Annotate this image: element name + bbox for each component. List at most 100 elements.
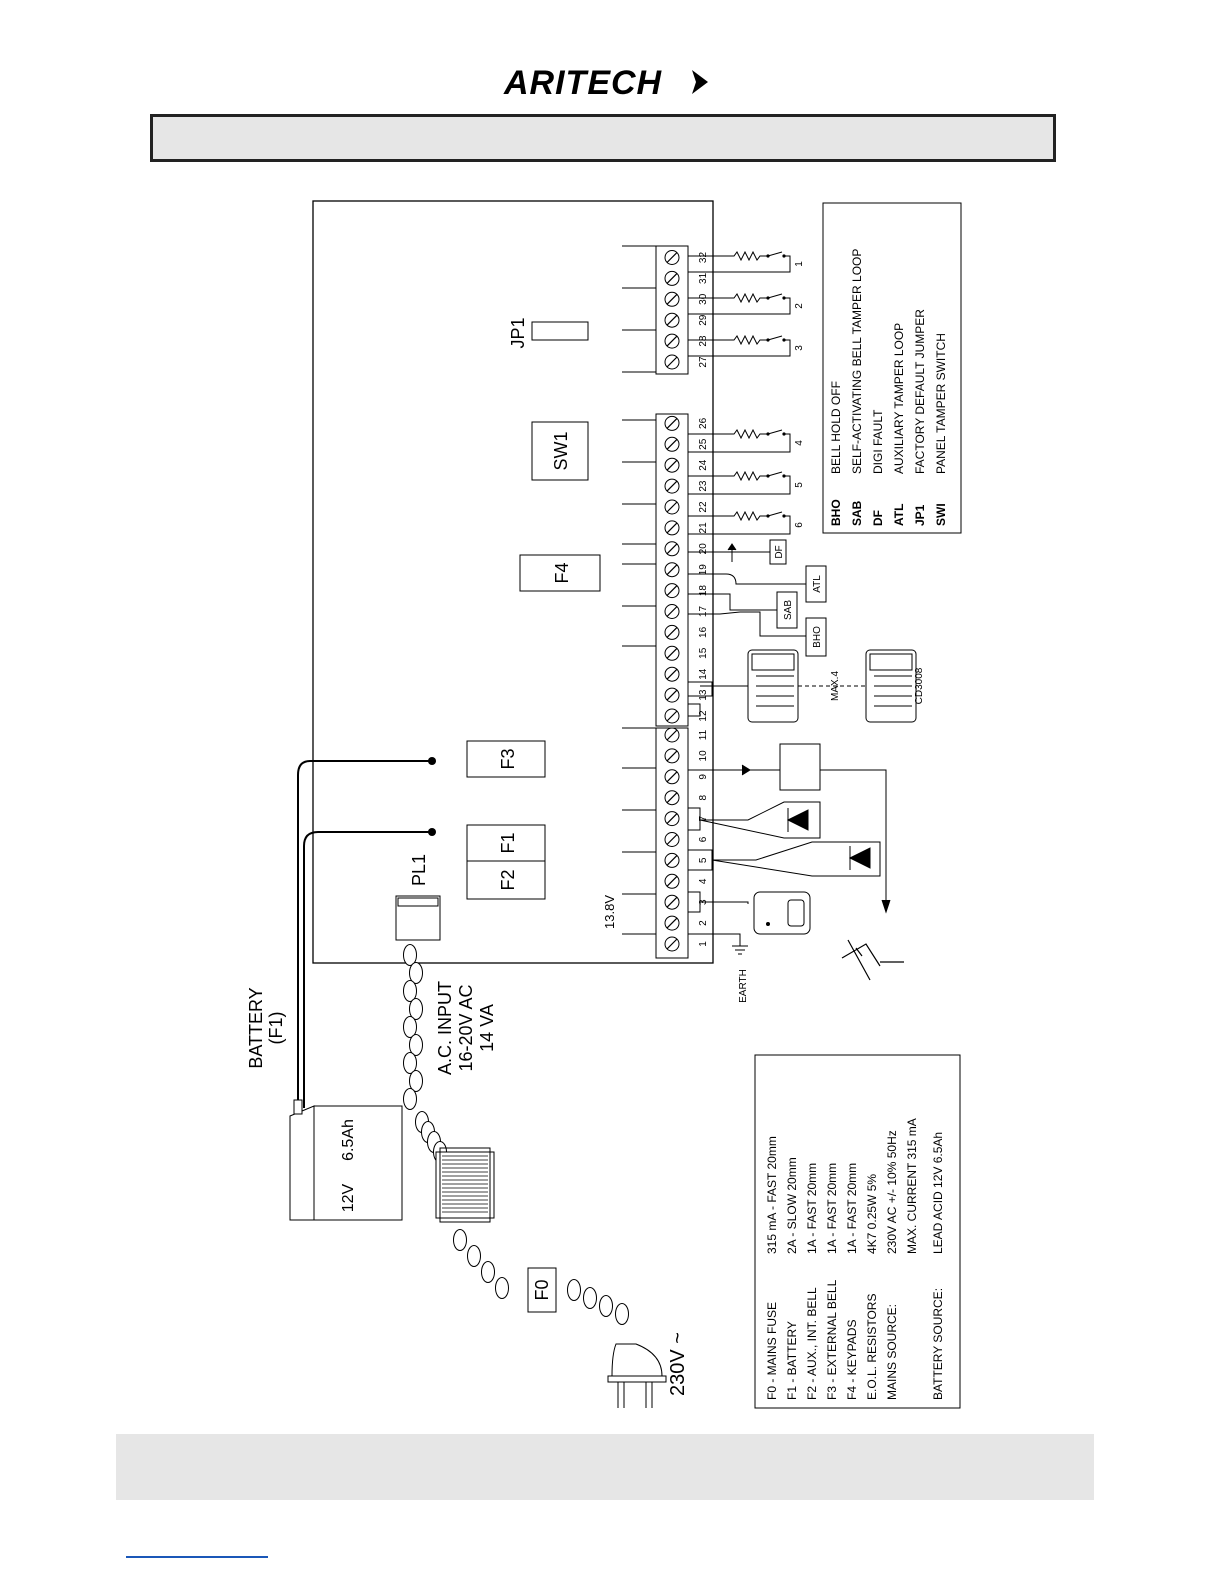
- fuse-f4-box: [519, 554, 601, 592]
- battery-voltage: 12V: [340, 1183, 357, 1212]
- switch-contact: [782, 296, 786, 300]
- cable-twist: [403, 1052, 417, 1074]
- zone-loop-number: 3: [794, 345, 805, 351]
- cable-twist: [403, 1088, 417, 1110]
- terminal-number: 28: [698, 335, 709, 347]
- terminal-slot: [666, 813, 678, 825]
- mains-fuse-f0-box: [527, 1267, 557, 1313]
- terminal-slot: [666, 938, 678, 950]
- abbrev-desc: PANEL TAMPER SWITCH: [934, 333, 948, 474]
- mains-plug-label: 230V ~: [667, 1332, 689, 1396]
- keypad-model-label: CD3008: [914, 667, 925, 704]
- terminal-number: 9: [698, 774, 709, 780]
- terminal-slot: [666, 606, 678, 617]
- terminal-slot: [666, 417, 678, 429]
- switch-contact: [766, 338, 770, 342]
- antenna-icon: [841, 939, 904, 981]
- terminal-number: 13: [698, 689, 709, 701]
- terminal-slot: [666, 438, 678, 450]
- terminal-slot: [666, 668, 678, 680]
- mains-fuse-f0-label: F0: [532, 1279, 552, 1300]
- board-traces: [622, 245, 656, 935]
- terminal-slot: [666, 689, 678, 701]
- spec-value: 230V AC +/- 10% 50Hz: [885, 1130, 899, 1254]
- terminal-slot: [666, 459, 678, 471]
- transformer-icon: [435, 1147, 495, 1223]
- terminal-slot: [666, 501, 678, 513]
- strobe-icon: [786, 808, 809, 832]
- logo-text: ARITECH: [503, 64, 663, 102]
- abbrev-desc: FACTORY DEFAULT JUMPER: [913, 309, 927, 474]
- bho-tag-box: [805, 617, 827, 657]
- cable-twist: [409, 1070, 423, 1092]
- terminal-number: 11: [698, 729, 709, 740]
- terminal-slot: [666, 710, 678, 722]
- battery-label-fuse: (F1): [266, 1012, 286, 1045]
- terminal-slot: [666, 834, 678, 845]
- zone-loop-wire: [688, 510, 791, 535]
- cable-twist: [467, 1245, 481, 1267]
- jumper-jp1-box: [531, 321, 589, 341]
- abbrev-code: ATL: [892, 504, 906, 526]
- terminal-number: 4: [698, 878, 709, 884]
- terminal-number: 23: [698, 480, 709, 492]
- pl1-connector: [395, 895, 441, 941]
- abbrev-desc: AUXILIARY TAMPER LOOP: [892, 323, 906, 474]
- keypad-icon: [865, 649, 917, 723]
- keypad-icon: [747, 649, 799, 723]
- battery-lead-red: [297, 760, 432, 1108]
- switch-contact: [766, 474, 770, 478]
- terminal-number: 21: [698, 522, 709, 534]
- zone-loop-number: 6: [794, 522, 805, 528]
- switch-contact: [766, 296, 770, 300]
- pir-detector-icon: [753, 891, 811, 935]
- terminal-slot: [666, 626, 678, 638]
- abbrev-legend-box: [822, 202, 962, 534]
- spec-value: 2A - SLOW 20mm: [785, 1157, 799, 1254]
- switch-contact: [766, 514, 770, 518]
- siren-icon: [848, 846, 871, 870]
- ac-input-label: A.C. INPUT: [435, 981, 455, 1075]
- cable-twist: [615, 1303, 629, 1325]
- spec-name: MAINS SOURCE:: [885, 1304, 899, 1400]
- voltage-label: 13.8V: [602, 895, 617, 929]
- zone-loop-number: 1: [794, 261, 805, 267]
- fuse-f3-box: [466, 740, 546, 778]
- fuse-f3-label: F3: [498, 748, 518, 769]
- control-panel: [312, 200, 714, 964]
- switch-contact: [782, 514, 786, 518]
- cable-twist: [453, 1229, 467, 1251]
- switch-contact: [782, 432, 786, 436]
- title-box: [150, 114, 1056, 162]
- battery-lead-black: [303, 831, 432, 1108]
- spec-name: F0 - MAINS FUSE: [765, 1302, 779, 1400]
- terminal-number: 22: [698, 501, 709, 513]
- spec-value: 1A - FAST 20mm: [825, 1163, 839, 1254]
- footer-link[interactable]: [126, 1556, 268, 1558]
- terminal-number: 26: [698, 417, 709, 429]
- spec-name: BATTERY SOURCE:: [931, 1288, 945, 1400]
- fuse-f2-box: [466, 860, 546, 900]
- zone-loop-wire: [688, 334, 791, 357]
- terminal-number: 30: [698, 293, 709, 305]
- terminal-slot: [666, 585, 678, 597]
- switch-contact: [782, 474, 786, 478]
- cable-twist: [567, 1279, 581, 1301]
- terminal-number: 8: [698, 794, 709, 800]
- abbrev-desc: SELF-ACTIVATING BELL TAMPER LOOP: [850, 249, 864, 474]
- terminal-number: 10: [698, 750, 709, 762]
- abbrev-code: DF: [871, 510, 885, 526]
- ac-input-voltage: 16-20V AC: [456, 984, 476, 1071]
- tag-wires: [688, 543, 806, 637]
- terminal-slot: [666, 335, 678, 347]
- zone-loop-wire: [688, 428, 791, 453]
- terminal-number: 31: [698, 272, 709, 284]
- terminal-number: 5: [698, 857, 709, 863]
- terminal-number: 29: [698, 314, 709, 326]
- battery-terminal-dot: [428, 757, 436, 765]
